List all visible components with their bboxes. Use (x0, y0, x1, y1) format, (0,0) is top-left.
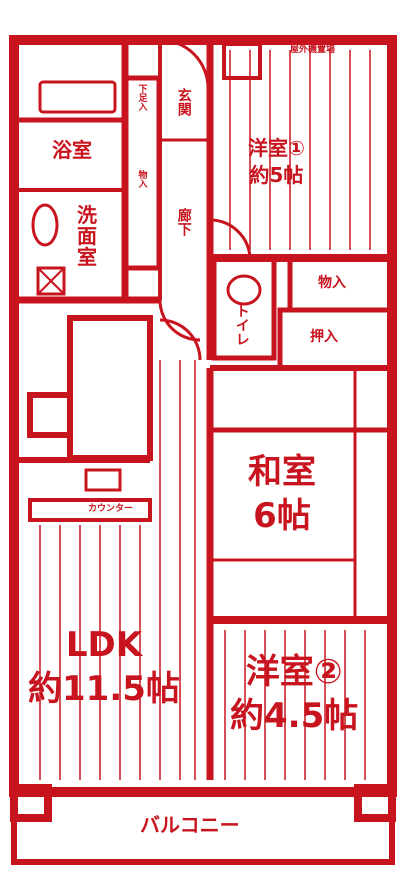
balcony-label: バルコニー (140, 813, 240, 837)
room-size: 6帖 (253, 495, 311, 536)
room-label-bath: 浴室 (52, 138, 92, 162)
balcony (11, 789, 395, 865)
room-label-storage-small: 物入 (136, 170, 147, 188)
wash-basin (31, 203, 59, 247)
stove (84, 468, 122, 492)
room-size: 約11.5帖 (28, 668, 180, 709)
meter-box-label: 屋外機置場 (290, 45, 336, 55)
refrigerator (27, 392, 73, 438)
room-size: 約5帖 (249, 163, 304, 187)
room-name: 洋室① (248, 136, 305, 160)
kitchen-counter (67, 315, 153, 461)
room-label-toilet: トイレ (233, 304, 250, 346)
room-label-storage: 物入 (318, 275, 346, 291)
balcony-post (10, 784, 52, 822)
room-label-ldk: LDK 約11.5帖 (28, 625, 180, 709)
room-name: 和室 (248, 452, 316, 492)
room-label-corridor: 廊下 (175, 208, 192, 236)
toilet-bowl (226, 274, 262, 306)
room-label-closet: 押入 (310, 329, 338, 345)
toilet-room (211, 255, 277, 361)
room-size: 約4.5帖 (230, 695, 359, 736)
bathtub (38, 80, 117, 114)
balcony-post (354, 784, 396, 822)
door-swing (159, 318, 202, 361)
counter (28, 498, 152, 522)
room-label-entrance: 玄関 (175, 88, 192, 116)
room-label-washroom: 洗面室 (77, 203, 97, 269)
entrance-door-swing (159, 38, 210, 89)
meter-box (222, 42, 262, 80)
room-label-western1: 洋室① 約5帖 (248, 138, 305, 186)
room-label-japanese: 和室 6帖 (248, 452, 316, 536)
washer (36, 266, 66, 296)
room-label-western2: 洋室② 約4.5帖 (230, 652, 359, 736)
room-label-shoe-closet: 下足入 (136, 84, 147, 111)
counter-label: カウンター (88, 504, 134, 514)
room-name: 洋室② (245, 652, 343, 692)
room-name: LDK (65, 625, 143, 665)
door-swing (209, 218, 252, 259)
